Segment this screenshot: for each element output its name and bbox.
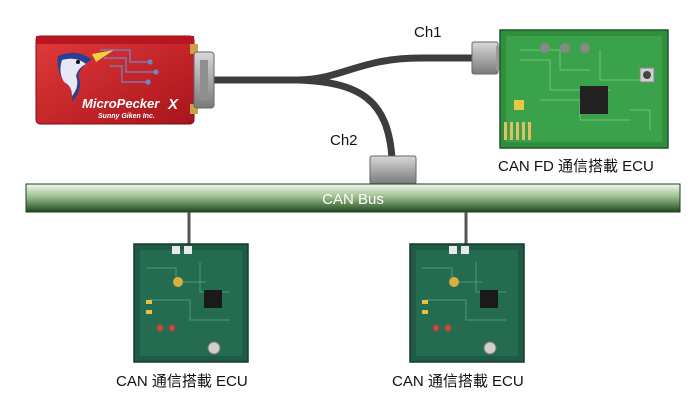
can-bus: CAN Bus — [25, 183, 681, 213]
fd-mcu-chip — [580, 86, 608, 114]
ch2-label: Ch2 — [330, 132, 358, 149]
device-brand-suffix: X — [167, 96, 179, 113]
cable-harness — [208, 54, 476, 162]
can-bus-label: CAN Bus — [322, 191, 384, 208]
ch2-connector — [369, 155, 417, 185]
bird-logo-icon — [57, 50, 114, 102]
can-fd-ecu-label: CAN FD 通信搭載 ECU — [498, 158, 654, 175]
circuit-pattern — [100, 49, 159, 85]
cable-ch1 — [294, 54, 476, 84]
can-ecu-board-left — [133, 243, 249, 363]
device-brand: MicroPecker — [82, 96, 160, 111]
device-maker: Sunny Giken Inc. — [98, 113, 155, 120]
micropecker-device: MicroPecker X Sunny Giken Inc. — [35, 35, 198, 125]
cable-ch2 — [294, 76, 396, 162]
can-fd-ecu-board — [499, 29, 669, 149]
device-connector — [193, 51, 215, 109]
ch1-connector — [471, 41, 502, 75]
can-ecu-board-right — [409, 243, 525, 363]
can-ecu-label-left: CAN 通信搭載 ECU — [116, 373, 248, 390]
can-ecu-label-right: CAN 通信搭載 ECU — [392, 373, 524, 390]
bus-drop-lines — [187, 212, 468, 246]
ch1-label: Ch1 — [414, 24, 442, 41]
